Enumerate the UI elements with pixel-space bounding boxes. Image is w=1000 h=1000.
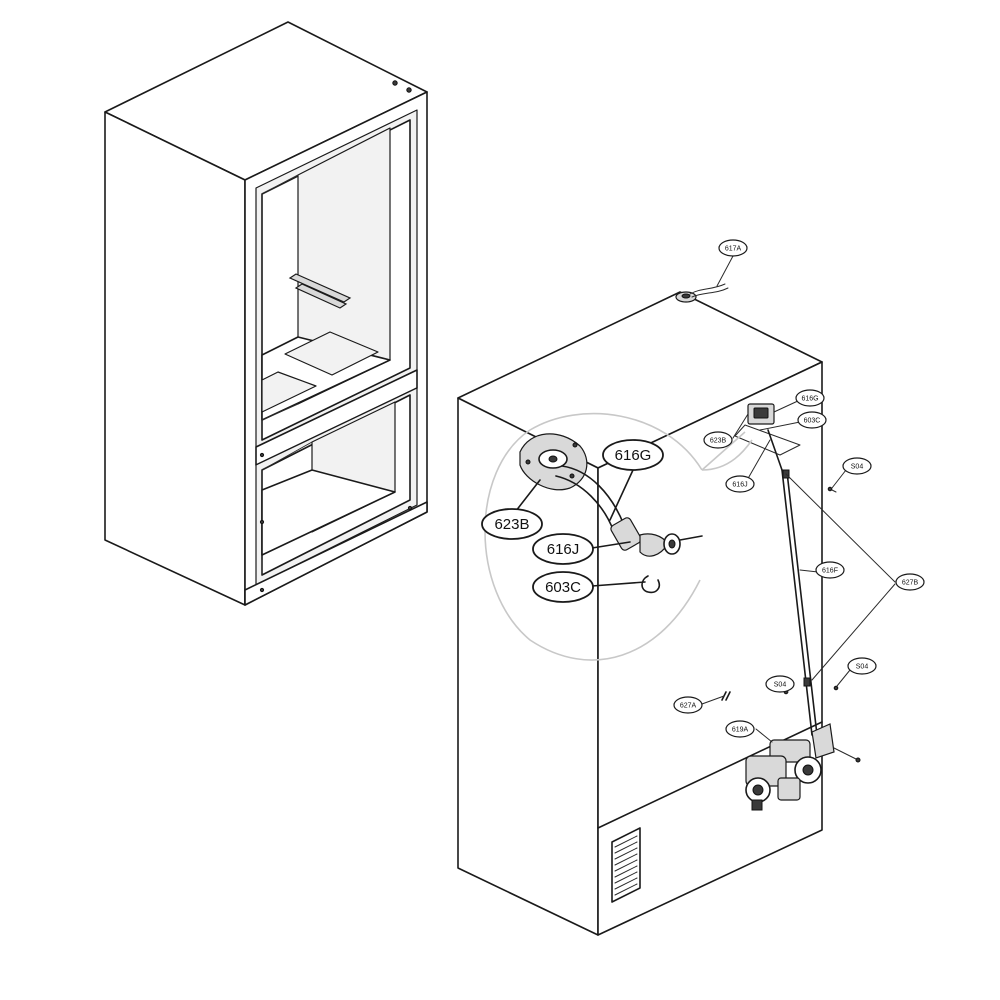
svg-text:617A: 617A (725, 246, 742, 253)
svg-text:627A: 627A (680, 703, 697, 710)
callout-s04-mid[interactable]: S04 (765, 675, 795, 693)
callout-s04-top[interactable]: S04 (842, 457, 872, 475)
callout-603c-large[interactable]: 603C (532, 571, 594, 603)
svg-text:603C: 603C (545, 579, 581, 596)
leader-lines (511, 255, 896, 743)
svg-text:603C: 603C (804, 418, 821, 425)
callout-623b-large[interactable]: 623B (481, 508, 543, 540)
cabinet-rear-view (457, 283, 861, 936)
vent-grille (611, 827, 641, 903)
callout-617a[interactable]: 617A (718, 239, 748, 257)
callout-623b-small[interactable]: 623B (703, 431, 733, 449)
callout-619a[interactable]: 619A (725, 720, 755, 738)
svg-text:S04: S04 (851, 464, 864, 471)
svg-text:S04: S04 (856, 664, 869, 671)
svg-text:616J: 616J (732, 482, 747, 489)
detail-magnifier (484, 412, 753, 661)
svg-text:616G: 616G (615, 447, 652, 464)
svg-text:623B: 623B (710, 438, 727, 445)
callout-s04-right[interactable]: S04 (847, 657, 877, 675)
svg-text:S04: S04 (774, 682, 787, 689)
callout-616j-large[interactable]: 616J (532, 533, 594, 565)
callout-627b[interactable]: 627B (895, 573, 925, 591)
svg-text:623B: 623B (494, 516, 529, 533)
svg-text:616G: 616G (801, 396, 818, 403)
water-valve-619a (745, 723, 861, 811)
callout-603c-small[interactable]: 603C (797, 411, 827, 429)
cabinet-front-view (104, 21, 428, 606)
svg-text:627B: 627B (902, 580, 919, 587)
svg-text:616J: 616J (547, 541, 580, 558)
callout-616g-large[interactable]: 616G (602, 439, 664, 471)
callout-627a[interactable]: 627A (673, 696, 703, 714)
grommet-617a (675, 283, 729, 303)
callout-616j-small[interactable]: 616J (725, 475, 755, 493)
callout-616g-small[interactable]: 616G (795, 389, 825, 407)
svg-text:619A: 619A (732, 727, 749, 734)
callout-616f[interactable]: 616F (815, 561, 845, 579)
svg-text:616F: 616F (822, 568, 838, 575)
